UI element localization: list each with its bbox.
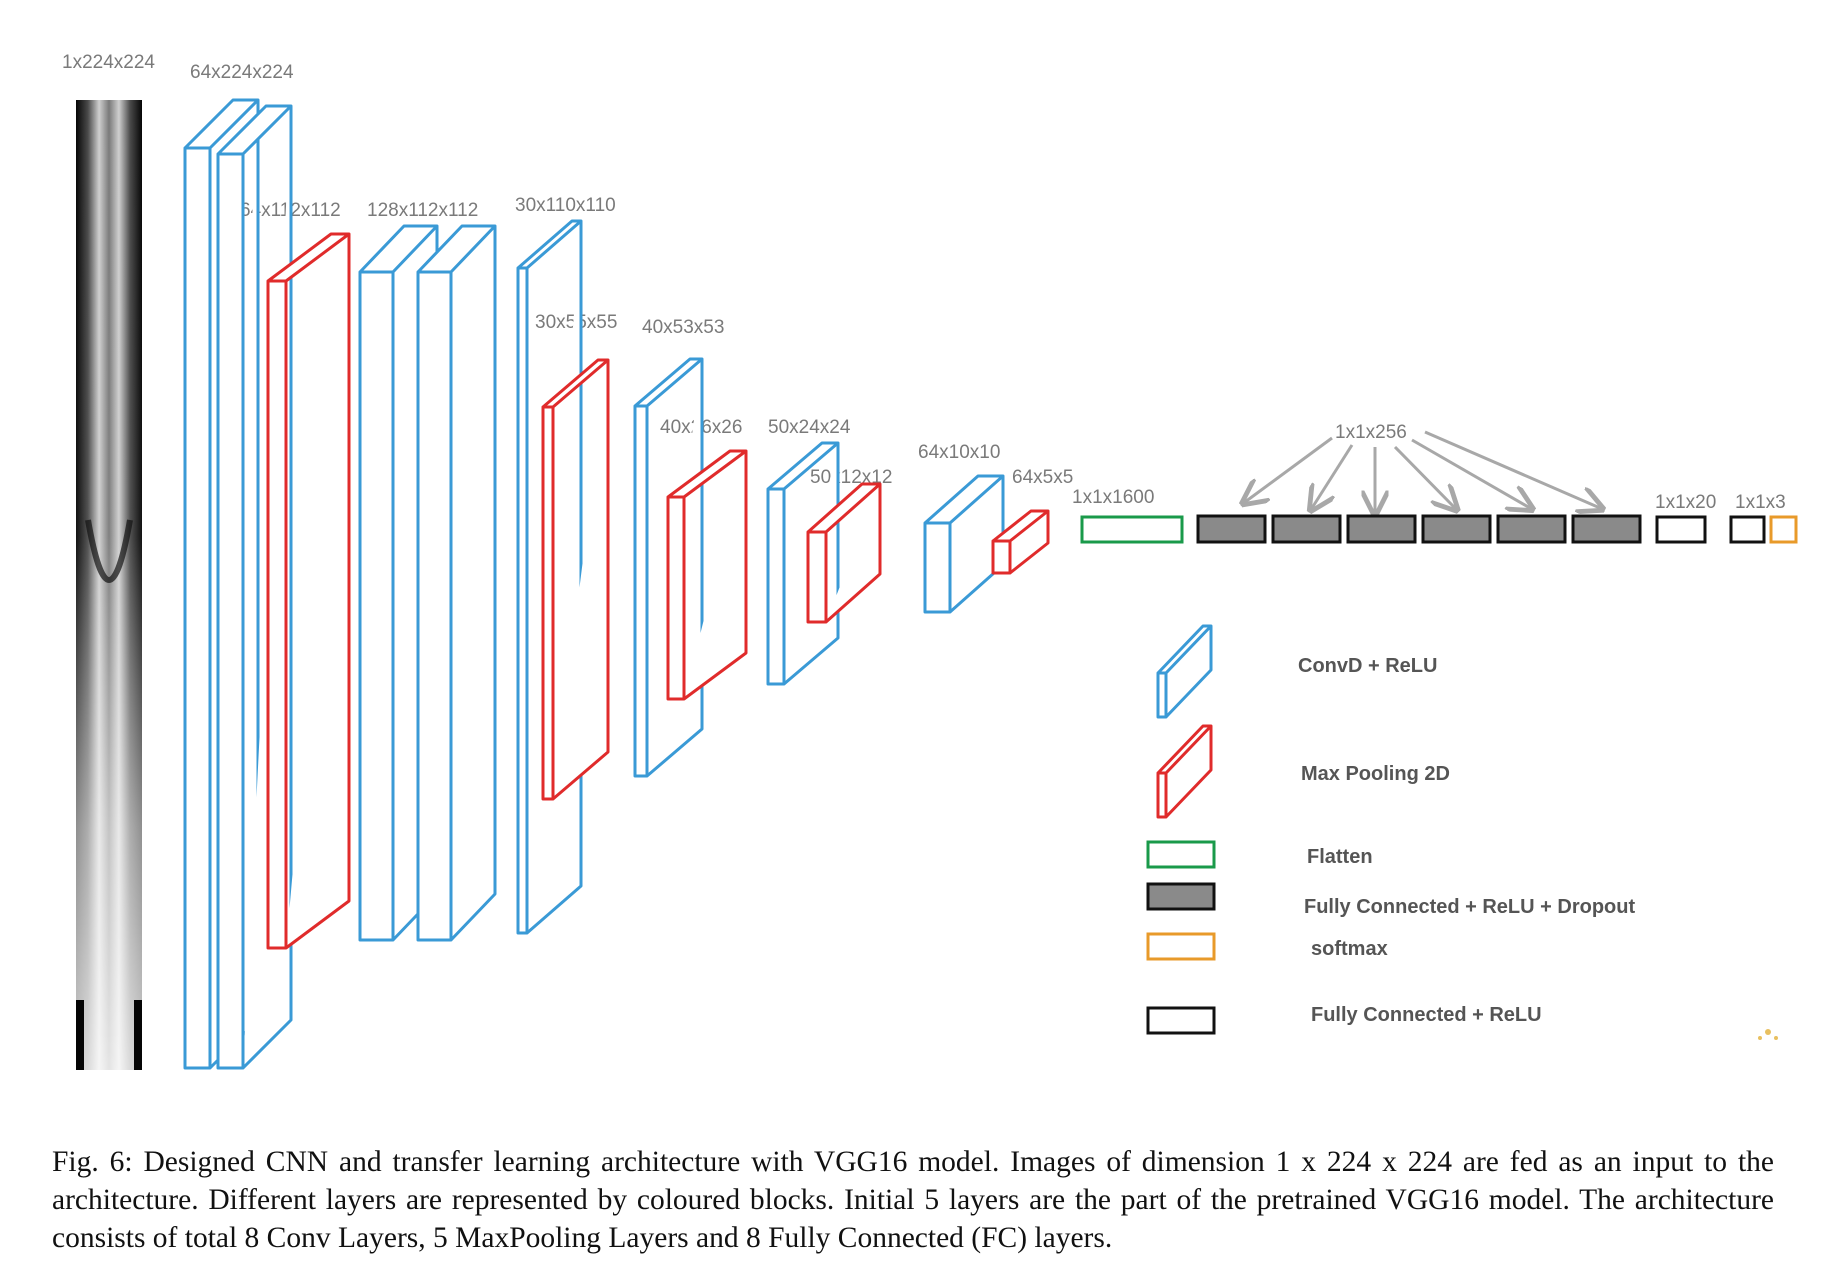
fc-dropout-block-4 <box>1421 514 1492 544</box>
legend-fc-swatch <box>1146 1006 1216 1035</box>
pool1-block <box>266 232 351 950</box>
legend-softmax-label: softmax <box>1311 938 1388 960</box>
fc-row <box>1080 514 1798 544</box>
caption-text: Designed CNN and transfer learning archi… <box>52 1146 1774 1254</box>
legend-pool-swatch <box>1156 724 1213 819</box>
fc-dropout-block-1 <box>1196 514 1267 544</box>
pool3-block <box>666 449 748 701</box>
legend: ConvD + ReLU Max Pooling 2D Flatten Full… <box>1146 624 1635 1035</box>
dim-label-fc256: 1x1x256 <box>1335 422 1407 443</box>
legend-softmax-swatch <box>1146 932 1216 961</box>
fc-relu-block-3 <box>1729 515 1766 544</box>
conv6-block <box>923 474 1005 614</box>
fc-dropout-block-2 <box>1271 514 1342 544</box>
dim-label-fc20: 1x1x20 <box>1655 492 1716 513</box>
layer-blocks <box>183 98 1050 1070</box>
legend-fc-dropout-label: Fully Connected + ReLU + Dropout <box>1304 896 1635 918</box>
fc-relu-block-20 <box>1655 515 1707 544</box>
fc-dropout-block-3 <box>1346 514 1417 544</box>
input-image <box>76 100 142 1070</box>
sparkle-icon <box>1758 1029 1778 1040</box>
legend-conv-swatch <box>1156 624 1213 719</box>
softmax-block <box>1769 515 1798 544</box>
pool4-block <box>806 482 882 624</box>
fc-dropout-block-6 <box>1571 514 1642 544</box>
legend-conv-label: ConvD + ReLU <box>1298 655 1437 677</box>
flatten-block <box>1080 515 1184 544</box>
legend-flatten-swatch <box>1146 840 1216 869</box>
pool2-block <box>541 358 610 801</box>
figure-caption: Fig. 6: Designed CNN and transfer learni… <box>52 1143 1774 1257</box>
dim-label-input: 1x224x224 <box>62 52 155 73</box>
fc256-arrows <box>1245 430 1600 512</box>
dim-label-conv1: 64x224x224 <box>190 62 294 83</box>
dim-label-pool5: 64x5x5 <box>1012 467 1073 488</box>
conv2-block-b <box>416 224 497 942</box>
dim-label-flatten: 1x1x1600 <box>1072 487 1154 508</box>
legend-fc-dropout-swatch <box>1146 882 1216 911</box>
legend-fc-label: Fully Connected + ReLU <box>1311 1004 1542 1026</box>
dim-label-conv5: 50x24x24 <box>768 417 851 438</box>
cnn-architecture-diagram: 1x224x224 64x224x224 64x112x112 128x112x… <box>62 52 1798 1070</box>
dim-label-conv2: 128x112x112 <box>367 200 478 221</box>
dim-label-conv6: 64x10x10 <box>918 442 1000 463</box>
dim-label-fc3: 1x1x3 <box>1735 492 1786 513</box>
pool5-block <box>991 509 1050 575</box>
dim-label-conv4: 40x53x53 <box>642 317 724 338</box>
legend-flatten-label: Flatten <box>1307 846 1373 868</box>
fc-dropout-block-5 <box>1496 514 1567 544</box>
caption-fig-label: Fig. 6: <box>52 1146 133 1178</box>
legend-pool-label: Max Pooling 2D <box>1301 763 1450 785</box>
legend-swatches <box>1156 624 1213 819</box>
dim-label-conv3: 30x110x110 <box>515 195 616 216</box>
